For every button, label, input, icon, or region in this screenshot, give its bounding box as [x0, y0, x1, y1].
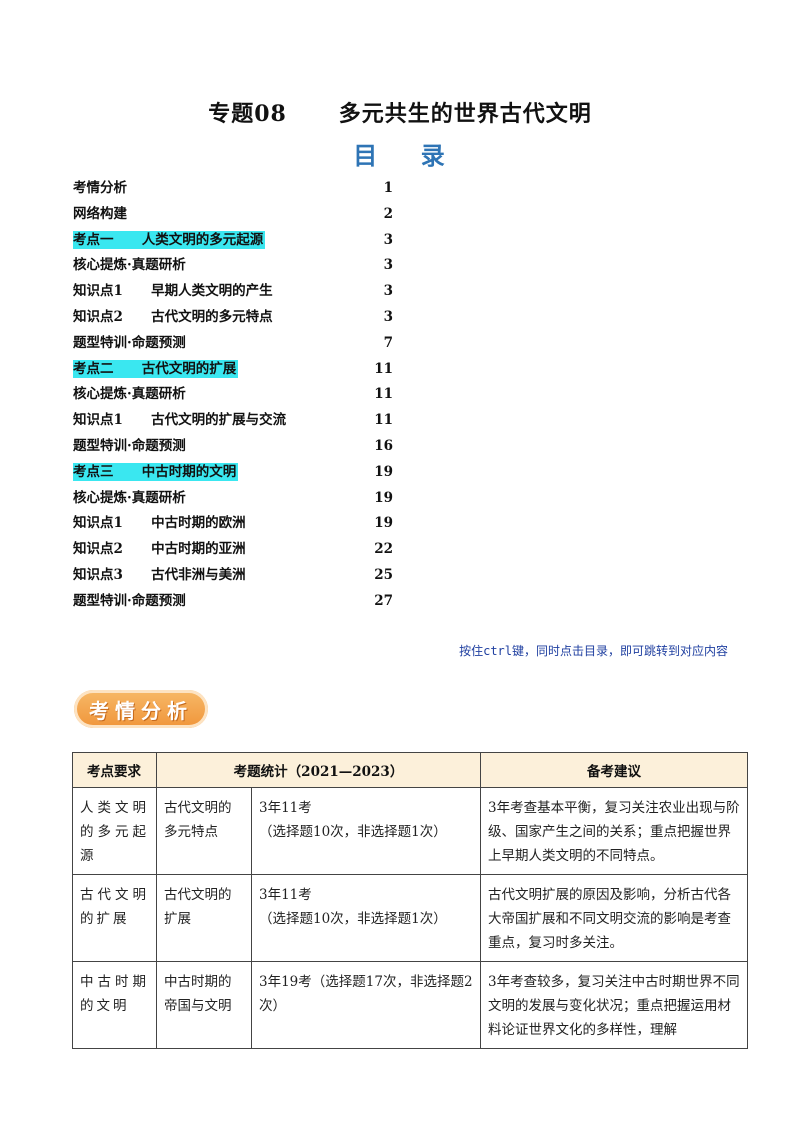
toc-entry[interactable]: 知识点2 中古时期的亚洲 22 — [73, 539, 393, 565]
toc-entry-page: 19 — [374, 463, 393, 480]
toc-entry[interactable]: 核心提炼·真题研析 19 — [73, 488, 393, 514]
toc-entry[interactable]: 网络构建 2 — [73, 204, 393, 230]
toc-entry-label[interactable]: 知识点1 早期人类文明的产生 — [73, 283, 273, 300]
toc-entry-page: 16 — [374, 437, 393, 454]
toc-entry-label[interactable]: 知识点1 古代文明的扩展与交流 — [73, 412, 287, 429]
toc-entry-label[interactable]: 题型特训·命题预测 — [73, 592, 186, 609]
toc-entry-label[interactable]: 考点一 人类文明的多元起源 — [73, 230, 266, 249]
cell-subtopic: 古代文明的多元特点 — [156, 787, 252, 875]
stats-line: （选择题10次，非选择题1次） — [259, 824, 447, 840]
table-header-row: 考点要求 考题统计（2021—2023） 备考建议 — [72, 752, 748, 788]
cell-stats: 3年11考 （选择题10次，非选择题1次） — [251, 874, 481, 962]
toc-entry-label[interactable]: 核心提炼·真题研析 — [73, 489, 186, 506]
toc-entry[interactable]: 题型特训·命题预测 16 — [73, 436, 393, 462]
cell-advice: 3年考查基本平衡，复习关注农业出现与阶级、国家产生之间的关系；重点把握世界上早期… — [480, 787, 748, 875]
toc-entry-label[interactable]: 题型特训·命题预测 — [73, 437, 186, 454]
table-row: 人类文明的多元起源 古代文明的多元特点 3年11考 （选择题10次，非选择题1次… — [72, 787, 748, 875]
cell-subtopic: 中古时期的帝国与文明 — [156, 961, 252, 1049]
exam-analysis-table: 考点要求 考题统计（2021—2023） 备考建议 人类文明的多元起源 古代文明… — [72, 752, 748, 1049]
cell-topic: 中古时期的文明 — [72, 961, 157, 1049]
toc-entry-page: 7 — [383, 334, 393, 351]
toc-entry-label[interactable]: 核心提炼·真题研析 — [73, 386, 186, 403]
section-badge-exam-analysis: 考情分析 — [74, 690, 208, 728]
toc-entry-page: 19 — [374, 515, 393, 532]
toc-entry-page: 3 — [383, 283, 393, 300]
cell-advice: 古代文明扩展的原因及影响，分析古代各大帝国扩展和不同文明交流的影响是考查重点，复… — [480, 874, 748, 962]
toc-entry[interactable]: 知识点3 古代非洲与美洲 25 — [73, 565, 393, 591]
toc-entry-page: 1 — [383, 180, 393, 196]
toc-entry[interactable]: 考点三 中古时期的文明 19 — [73, 462, 393, 488]
toc-entry-page: 11 — [374, 360, 393, 377]
toc-entry-page: 11 — [374, 386, 393, 403]
cell-topic: 古代文明的扩展 — [72, 874, 157, 962]
toc-entry[interactable]: 知识点1 中古时期的欧洲 19 — [73, 513, 393, 539]
toc-entry-label[interactable]: 知识点3 古代非洲与美洲 — [73, 566, 246, 583]
toc-entry-label[interactable]: 知识点2 古代文明的多元特点 — [73, 308, 273, 325]
toc-entry-label[interactable]: 知识点1 中古时期的欧洲 — [73, 515, 246, 532]
stats-line: （选择题10次，非选择题1次） — [259, 911, 447, 927]
toc-entry-label[interactable]: 考点二 古代文明的扩展 — [73, 359, 239, 378]
stats-line: 3年11考 — [259, 887, 312, 903]
toc-entry-page: 25 — [374, 566, 393, 583]
toc-entry-page: 22 — [374, 541, 393, 558]
toc-entry-page: 19 — [374, 489, 393, 506]
toc-entry[interactable]: 核心提炼·真题研析 3 — [73, 255, 393, 281]
toc-entry-label[interactable]: 题型特训·命题预测 — [73, 334, 186, 351]
toc-entry[interactable]: 题型特训·命题预测 27 — [73, 591, 393, 617]
cell-advice: 3年考查较多，复习关注中古时期世界不同文明的发展与变化状况；重点把握运用材料论证… — [480, 961, 748, 1049]
toc-entry-page: 3 — [383, 308, 393, 325]
cell-stats: 3年19考（选择题17次，非选择题2次） — [251, 961, 481, 1049]
toc-entry-page: 2 — [383, 205, 393, 222]
cell-subtopic: 古代文明的扩展 — [156, 874, 252, 962]
header-topic: 考点要求 — [72, 752, 157, 788]
stats-line: 3年11考 — [259, 800, 312, 816]
toc-entry-label[interactable]: 网络构建 — [73, 205, 127, 222]
toc-entry-label[interactable]: 考点三 中古时期的文明 — [73, 462, 239, 481]
toc-entry[interactable]: 考点一 人类文明的多元起源 3 — [73, 230, 393, 256]
toc-entry[interactable]: 核心提炼·真题研析 11 — [73, 384, 393, 410]
toc-entry[interactable]: 考点二 古代文明的扩展 11 — [73, 359, 393, 385]
header-stats: 考题统计（2021—2023） — [156, 752, 481, 788]
toc-entry[interactable]: 知识点1 早期人类文明的产生 3 — [73, 281, 393, 307]
toc-entry[interactable]: 知识点1 古代文明的扩展与交流 11 — [73, 410, 393, 436]
toc-entry-label[interactable]: 核心提炼·真题研析 — [73, 257, 186, 274]
toc-entry-page: 11 — [374, 412, 393, 429]
stats-line: 3年19考（选择题17次，非选择题2次） — [259, 974, 473, 1014]
table-row: 中古时期的文明 中古时期的帝国与文明 3年19考（选择题17次，非选择题2次） … — [72, 961, 748, 1049]
table-row: 古代文明的扩展 古代文明的扩展 3年11考 （选择题10次，非选择题1次） 古代… — [72, 874, 748, 962]
toc-heading: 目 录 — [353, 141, 447, 170]
cell-topic: 人类文明的多元起源 — [72, 787, 157, 875]
toc-entry-page: 27 — [374, 592, 393, 609]
toc-entry-label[interactable]: 知识点2 中古时期的亚洲 — [73, 541, 246, 558]
cell-stats: 3年11考 （选择题10次，非选择题1次） — [251, 787, 481, 875]
header-advice: 备考建议 — [480, 752, 748, 788]
toc-entry[interactable]: 知识点2 古代文明的多元特点 3 — [73, 307, 393, 333]
ctrl-click-hint: 按住ctrl键，同时点击目录，即可跳转到对应内容 — [459, 644, 728, 658]
toc-entry-page: 3 — [383, 257, 393, 274]
toc-entry-page: 3 — [383, 231, 393, 248]
toc-entry-label[interactable]: 考情分析 — [73, 180, 127, 196]
document-title: 专题08 多元共生的世界古代文明 — [208, 101, 592, 127]
toc-entry[interactable]: 题型特训·命题预测 7 — [73, 333, 393, 359]
toc-entry[interactable]: 考情分析 1 — [73, 178, 393, 204]
